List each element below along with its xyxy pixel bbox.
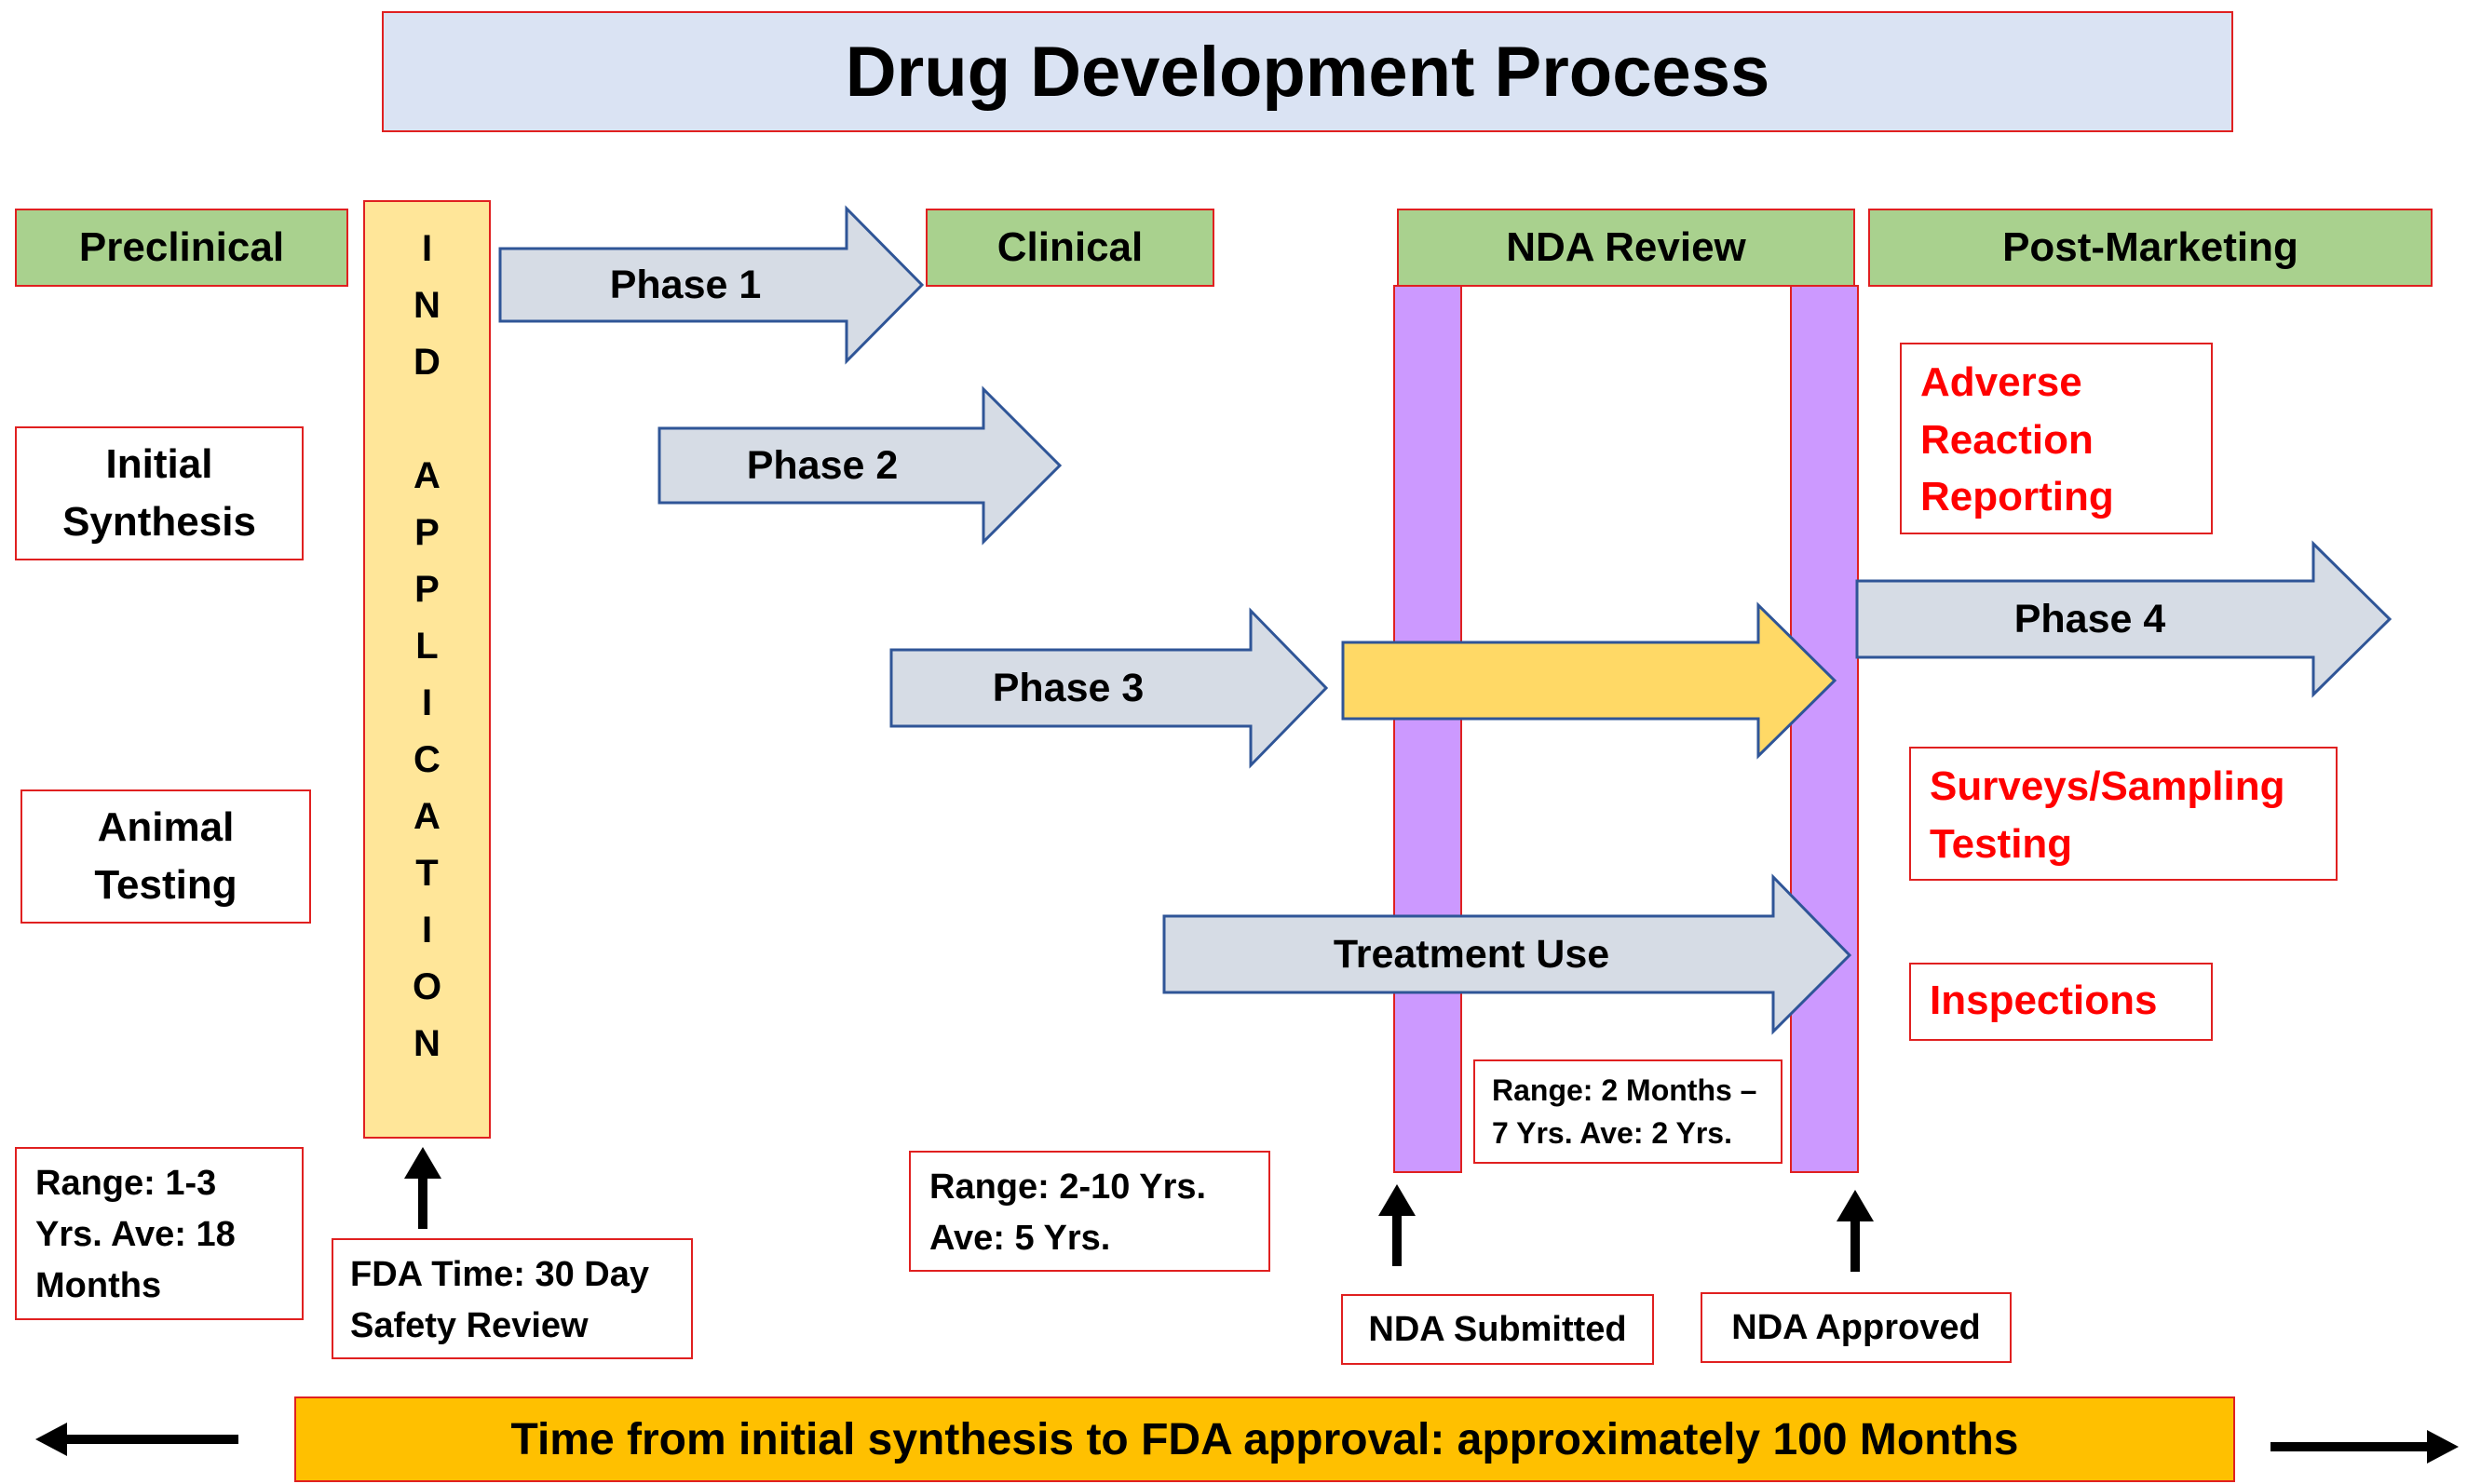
fda-time-label: FDA Time: 30 Day Safety Review xyxy=(350,1255,649,1346)
phase3-label: Phase 3 xyxy=(992,665,1145,710)
ind-letter: I xyxy=(421,228,433,269)
nda-submitted-bar xyxy=(1393,285,1462,1173)
nda-approved-up-arrow xyxy=(1837,1190,1874,1272)
ind-letter: D xyxy=(413,342,441,383)
timeline-right-arrow xyxy=(2270,1430,2459,1464)
inspections-label: Inspections xyxy=(1930,978,2158,1023)
initial-synthesis-box: Initial Synthesis xyxy=(15,426,304,560)
nda-submitted-box: NDA Submitted xyxy=(1341,1294,1654,1365)
clinical-range-box: Range: 2-10 Yrs. Ave: 5 Yrs. xyxy=(909,1151,1270,1272)
treatment-use-arrow xyxy=(1162,873,1852,1035)
timeline-left-arrow xyxy=(35,1423,238,1456)
nda-range-label: Range: 2 Months – 7 Yrs. Ave: 2 Yrs. xyxy=(1492,1073,1757,1151)
stage-preclinical: Preclinical xyxy=(15,209,348,287)
phase2-arrow xyxy=(657,385,1063,546)
animal-testing-label: Animal Testing xyxy=(94,804,237,908)
nda-submitted-up-arrow xyxy=(1378,1184,1416,1266)
stage-post-marketing: Post-Marketing xyxy=(1868,209,2433,287)
preclinical-range-label: Range: 1-3 Yrs. Ave: 18 Months xyxy=(35,1164,236,1306)
ind-letter: I xyxy=(421,910,433,951)
stage-nda-review: NDA Review xyxy=(1397,209,1855,287)
ind-up-arrow xyxy=(404,1147,441,1229)
ind-letter: A xyxy=(413,796,441,837)
ind-letter: N xyxy=(413,1023,441,1064)
ind-letter: P xyxy=(414,569,440,610)
phase4-label: Phase 4 xyxy=(2013,596,2166,641)
ind-letter: N xyxy=(413,285,441,326)
nda-approved-label: NDA Approved xyxy=(1731,1307,1981,1347)
ind-letter: P xyxy=(414,512,440,553)
fda-time-box: FDA Time: 30 Day Safety Review xyxy=(332,1238,693,1359)
timeline-bar: Time from initial synthesis to FDA appro… xyxy=(294,1396,2235,1482)
surveys-label: Surveys/Sampling Testing xyxy=(1930,763,2285,867)
nda-approved-bar xyxy=(1790,285,1859,1173)
ind-letter: L xyxy=(415,626,439,667)
ind-letter: O xyxy=(412,966,442,1007)
initial-synthesis-label: Initial Synthesis xyxy=(62,441,256,545)
inspections-box: Inspections xyxy=(1909,963,2213,1041)
adverse-reaction-box: Adverse Reaction Reporting xyxy=(1900,343,2213,534)
ind-letter: C xyxy=(413,739,441,780)
page-title: Drug Development Process xyxy=(382,11,2233,132)
animal-testing-box: Animal Testing xyxy=(20,789,311,924)
phase4-arrow xyxy=(1855,540,2392,698)
phase3-arrow xyxy=(889,607,1329,769)
adverse-reaction-label: Adverse Reaction Reporting xyxy=(1920,359,2114,520)
stage-clinical: Clinical xyxy=(926,209,1214,287)
nda-approved-box: NDA Approved xyxy=(1701,1292,2012,1363)
surveys-box: Surveys/Sampling Testing xyxy=(1909,747,2338,881)
nda-submitted-label: NDA Submitted xyxy=(1368,1309,1627,1349)
nda-review-arrow xyxy=(1341,601,1837,760)
phase1-label: Phase 1 xyxy=(609,262,762,307)
ind-letter: T xyxy=(415,853,439,894)
nda-range-box: Range: 2 Months – 7 Yrs. Ave: 2 Yrs. xyxy=(1473,1059,1782,1164)
treatment-use-label: Treatment Use xyxy=(1333,931,1610,977)
phase1-arrow xyxy=(498,205,925,365)
preclinical-range-box: Range: 1-3 Yrs. Ave: 18 Months xyxy=(15,1147,304,1320)
ind-letter: A xyxy=(413,455,441,496)
clinical-range-label: Range: 2-10 Yrs. Ave: 5 Yrs. xyxy=(929,1167,1207,1259)
ind-letter: I xyxy=(421,682,433,723)
phase2-label: Phase 2 xyxy=(746,442,899,488)
